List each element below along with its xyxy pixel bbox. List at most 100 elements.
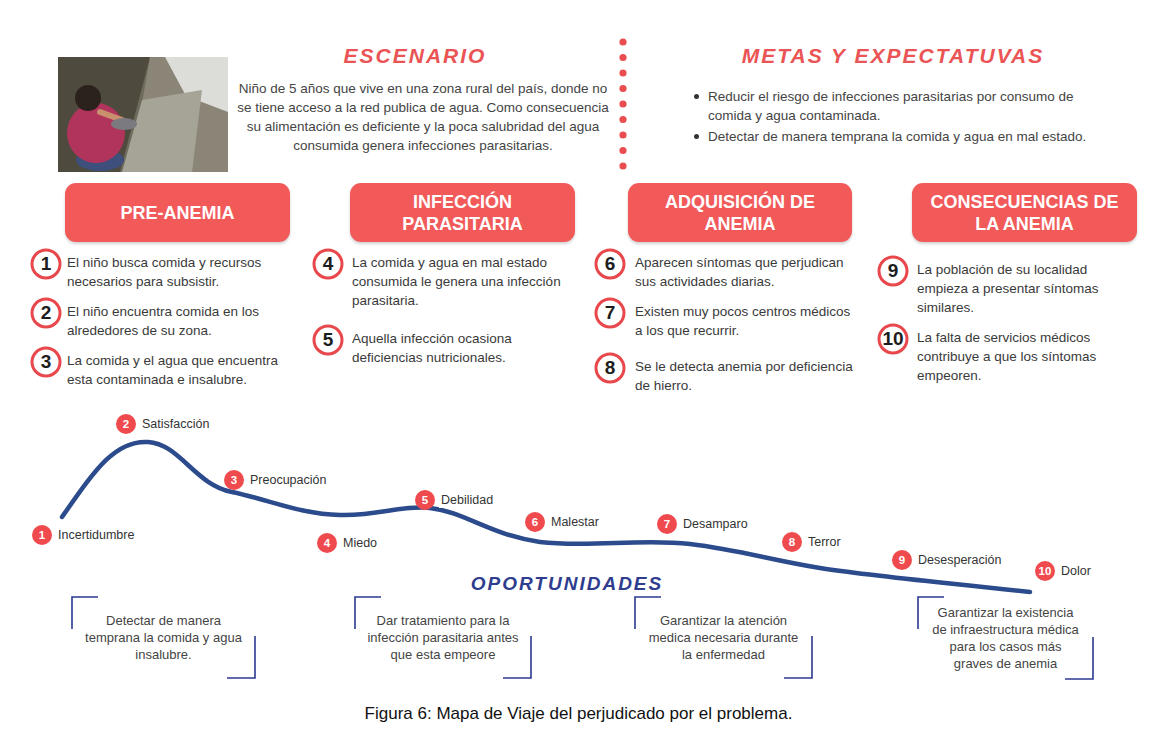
emotion-number: 1 [39, 529, 45, 541]
emotion-label: Terror [806, 535, 843, 550]
step-number-holder: 8 [594, 352, 626, 384]
step-number-holder: 4 [312, 248, 344, 280]
stage-header: CONSECUENCIAS DE LA ANEMIA [912, 183, 1137, 242]
photo-child-body [67, 103, 125, 163]
emotion-circle-fill [892, 550, 912, 570]
step-marker: 4La comida y agua en mal estado consumid… [312, 248, 344, 280]
emotion-number: 4 [324, 537, 330, 549]
photo-bowl [111, 118, 137, 130]
emotion-number-holder: 8 [782, 532, 802, 552]
step-marker: 10La falta de servicios médicos contribu… [877, 323, 909, 355]
opportunity-box: Garantizar la atención medica necesaria … [635, 597, 812, 678]
header-title: CONSECUENCIAS DE LA ANEMIA [922, 191, 1127, 235]
emotion-marker: 3Preocupación [224, 470, 244, 490]
emotion-circle-fill [657, 514, 677, 534]
emotion-label-holder: Desamparo [681, 514, 750, 534]
step-description-holder: La población de su localidad empieza a p… [917, 260, 1142, 317]
emotion-marker: 6Malestar [525, 512, 545, 532]
scenario-text: Niño de 5 años que vive en una zona rura… [236, 79, 610, 155]
emotion-curve [62, 442, 1030, 592]
emotion-label: Desesperación [916, 553, 1003, 568]
emotion-label: Desamparo [681, 517, 750, 532]
step-number: 3 [41, 352, 52, 372]
divider-dot [619, 162, 626, 169]
opportunity-text-holder: Garantizar la atención medica necesaria … [647, 612, 800, 663]
divider-dot [619, 69, 626, 76]
scene-photo [58, 57, 228, 172]
emotion-number: 5 [422, 494, 428, 506]
step-number: 6 [605, 254, 616, 274]
step-marker: 5Aquella infección ocasiona deficiencias… [312, 324, 344, 356]
opportunity-text-holder: Dar tratamiento para la infección parasi… [367, 612, 519, 663]
emotion-number: 8 [789, 536, 795, 548]
divider-dot [619, 54, 626, 61]
emotion-marker: 2Satisfacción [116, 414, 136, 434]
step-circle-outline [879, 257, 907, 285]
figure-caption: Figura 6: Mapa de Viaje del perjudicado … [0, 703, 1157, 725]
emotion-number-holder: 3 [224, 470, 244, 490]
opportunity-text: Detectar de manera temprana la comida y … [84, 612, 243, 663]
step-number: 9 [888, 261, 899, 281]
step-circle-outline [32, 250, 60, 278]
emotion-number-holder: 1 [32, 525, 52, 545]
step-description: Existen muy pocos centros médicos a los … [635, 302, 857, 340]
step-number: 7 [605, 303, 616, 323]
section-title: ESCENARIO [265, 44, 565, 68]
emotion-marker: 4Miedo [317, 533, 337, 553]
emotion-number: 10 [1039, 565, 1052, 577]
emotion-number-holder: 7 [657, 514, 677, 534]
opportunity-box: Dar tratamiento para la infección parasi… [355, 597, 531, 678]
header-title: PRE-ANEMIA [120, 202, 234, 224]
emotion-number-holder: 10 [1035, 561, 1055, 581]
step-description: Aparecen síntomas que perjudican sus act… [635, 253, 857, 291]
step-description-holder: Existen muy pocos centros médicos a los … [635, 302, 857, 340]
section-title: METAS Y EXPECTATUVAS [713, 44, 1073, 68]
emotion-number: 3 [231, 474, 237, 486]
step-description: La comida y el agua que encuentra esta c… [67, 351, 292, 389]
step-number-holder: 1 [30, 248, 62, 280]
emotion-label-holder: Terror [806, 532, 843, 552]
emotion-number: 2 [123, 418, 129, 430]
step-marker: 8Se le detecta anemia por deficiencia de… [594, 352, 626, 384]
section-title-holder: OPORTUNIDADES [417, 572, 717, 596]
emotion-number-holder: 2 [116, 414, 136, 434]
emotion-marker: 5Debilidad [415, 490, 435, 510]
step-circle-outline [596, 354, 624, 382]
divider-dot [619, 116, 626, 123]
section-title-holder: METAS Y EXPECTATUVAS [713, 44, 1073, 68]
emotion-label-holder: Dolor [1059, 561, 1093, 581]
emotion-label: Satisfacción [140, 417, 211, 432]
step-description-holder: Aparecen síntomas que perjudican sus act… [635, 253, 857, 291]
emotion-label-holder: Miedo [341, 533, 379, 553]
photo-ground [58, 57, 228, 172]
bracket-top-left [72, 597, 98, 629]
step-circle-outline [32, 348, 60, 376]
step-number-holder: 9 [877, 255, 909, 287]
photo-child-head [75, 85, 101, 111]
emotion-label-holder: Incertidumbre [56, 525, 136, 545]
emotion-label: Dolor [1059, 564, 1093, 579]
step-description-holder: Se le detecta anemia por deficiencia de … [635, 357, 857, 395]
header-title-holder: ADQUISICIÓN DE ANEMIA [638, 191, 842, 235]
dotted-divider [619, 38, 626, 169]
opportunity-box: Detectar de manera temprana la comida y … [72, 597, 255, 678]
emotion-label: Miedo [341, 536, 379, 551]
step-marker: 9La población de su localidad empieza a … [877, 255, 909, 287]
stage-header: PRE-ANEMIA [65, 183, 290, 242]
step-marker: 3La comida y el agua que encuentra esta … [30, 346, 62, 378]
emotion-circle-fill [224, 470, 244, 490]
emotion-circle-fill [116, 414, 136, 434]
step-description: La población de su localidad empieza a p… [917, 260, 1142, 317]
step-number-holder: 10 [877, 323, 909, 355]
step-description-holder: El niño encuentra comida en los alrededo… [67, 302, 292, 340]
divider-dot [619, 38, 626, 45]
section-title-holder: ESCENARIO [265, 44, 565, 68]
section-title: OPORTUNIDADES [417, 572, 717, 596]
emotion-marker: 7Desamparo [657, 514, 677, 534]
emotion-label-holder: Debilidad [439, 490, 495, 510]
step-description-holder: El niño busca comida y recursos necesari… [67, 253, 292, 291]
header-title-holder: CONSECUENCIAS DE LA ANEMIA [922, 191, 1127, 235]
emotion-label-holder: Desesperación [916, 550, 1003, 570]
step-number: 10 [882, 329, 903, 349]
emotion-number: 6 [532, 516, 538, 528]
